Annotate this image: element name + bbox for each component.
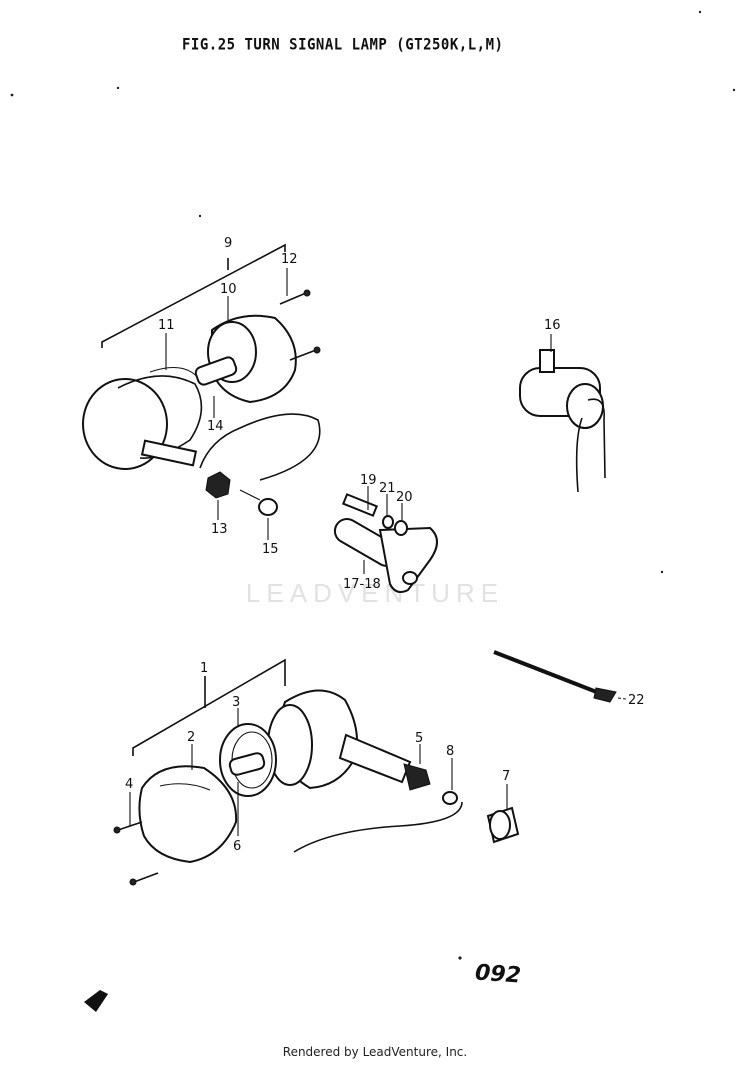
upper-stem bbox=[140, 439, 198, 467]
screw-12-b bbox=[289, 349, 317, 361]
callout-3: 3 bbox=[232, 695, 240, 710]
washer-20 bbox=[394, 520, 408, 536]
washer-21 bbox=[382, 515, 394, 529]
callout-12: 12 bbox=[281, 252, 298, 267]
bulb-6 bbox=[228, 752, 266, 776]
relay-wire-b bbox=[575, 417, 583, 493]
upper-bulb bbox=[194, 356, 238, 386]
bracket-plate bbox=[378, 526, 438, 593]
relay-end bbox=[566, 383, 604, 429]
scan-speckles bbox=[10, 10, 736, 960]
callout-13: 13 bbox=[211, 522, 228, 537]
callout-16: 16 bbox=[544, 318, 561, 333]
callout-22: 22 bbox=[628, 693, 645, 708]
callout-bracket-9 bbox=[101, 243, 286, 348]
callout-1: 1 bbox=[200, 661, 208, 676]
relay-wire-a bbox=[587, 398, 606, 479]
upper-wire bbox=[199, 413, 321, 481]
screw-12-a bbox=[279, 292, 307, 305]
figure-title: FIG.25 TURN SIGNAL LAMP (GT250K,L,M) bbox=[182, 35, 504, 55]
callout-5: 5 bbox=[415, 731, 423, 746]
callout-bracket-1 bbox=[132, 658, 286, 756]
callout-9: 9 bbox=[224, 236, 232, 251]
nut-13 bbox=[205, 471, 231, 499]
lower-wire bbox=[293, 801, 463, 853]
callout-11: 11 bbox=[158, 318, 175, 333]
nut-5 bbox=[403, 763, 431, 791]
callout-15: 15 bbox=[262, 542, 279, 557]
watermark: LEADVENTURE bbox=[245, 578, 505, 608]
bolt-19 bbox=[341, 493, 379, 517]
upper-lamp-assembly bbox=[82, 243, 321, 540]
footer-credit: Rendered by LeadVenture, Inc. bbox=[282, 1045, 468, 1059]
callout-14: 14 bbox=[207, 419, 224, 434]
callout-8: 8 bbox=[446, 744, 454, 759]
strap-22 bbox=[493, 650, 627, 703]
page-number: 092 bbox=[474, 960, 522, 989]
callout-10: 10 bbox=[220, 282, 237, 297]
lens-2 bbox=[138, 765, 238, 864]
callout-labels: 9 12 10 11 14 13 15 16 19 21 20 17-18 22… bbox=[125, 236, 645, 854]
callout-20: 20 bbox=[396, 490, 413, 505]
callout-7: 7 bbox=[502, 769, 510, 784]
corner-stamp-mark bbox=[84, 990, 108, 1012]
callout-21: 21 bbox=[379, 481, 396, 496]
mount-bracket bbox=[333, 486, 438, 593]
upper-lens-ring-inner bbox=[149, 366, 201, 381]
relay-tab bbox=[539, 349, 555, 373]
flasher-relay bbox=[519, 334, 606, 493]
washer-8 bbox=[442, 791, 458, 805]
lower-arm bbox=[338, 733, 412, 784]
callout-2: 2 bbox=[187, 730, 195, 745]
callout-4: 4 bbox=[125, 777, 133, 792]
washer-15 bbox=[258, 498, 278, 516]
screw-4-b bbox=[133, 872, 159, 883]
callout-19: 19 bbox=[360, 473, 377, 488]
callout-6: 6 bbox=[233, 839, 241, 854]
lower-lamp-assembly bbox=[113, 658, 520, 886]
leader-22 bbox=[617, 697, 627, 700]
callout-17-18: 17-18 bbox=[343, 577, 381, 592]
